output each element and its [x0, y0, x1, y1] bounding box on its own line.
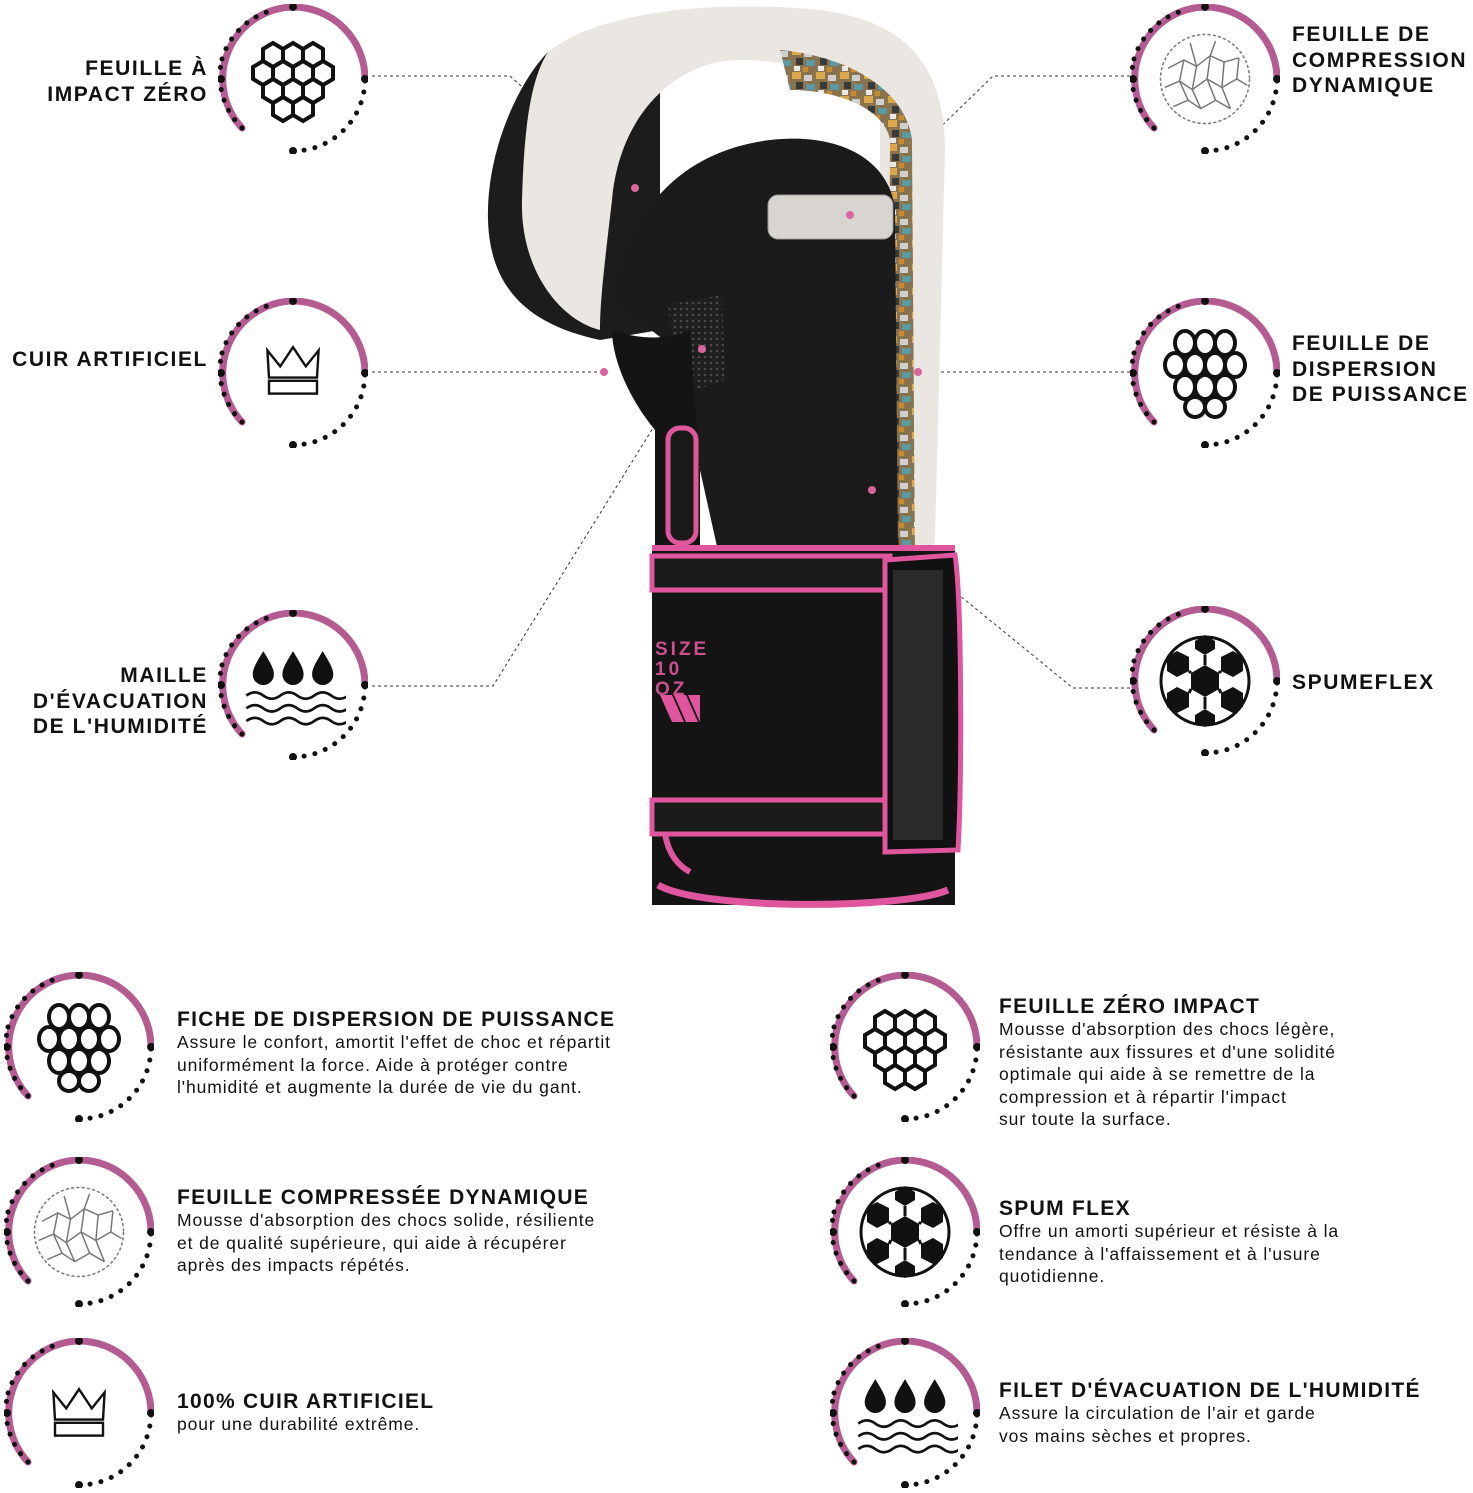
water-drops-icon	[240, 632, 346, 738]
description-line: compression et à répartir l'impact	[999, 1086, 1287, 1107]
cracked-pattern-icon	[26, 1179, 132, 1285]
feature-title: SPUM FLEX	[999, 1197, 1131, 1220]
zero-impact-label: FEUILLE À IMPACT ZÉRO	[47, 56, 208, 107]
label-line: COMPRESSION	[1292, 48, 1468, 72]
description-line: vos mains sèches et propres.	[999, 1425, 1252, 1446]
description-line: l'humidité et augmente la durée de vie d…	[177, 1077, 583, 1097]
spumeflex-badge	[1130, 606, 1280, 756]
feature-zero-impact-badge	[830, 972, 980, 1122]
feature-description: Mousse d'absorption des chocs légère, ré…	[999, 1018, 1336, 1131]
description-line: uniformément la force. Aide à protéger c…	[177, 1054, 569, 1075]
feature-artificial-leather: 100% CUIR ARTIFICIEL pour une durabilité…	[177, 1390, 434, 1436]
label-line: MAILLE	[120, 664, 208, 687]
feature-description: pour une durabilité extrême.	[177, 1413, 434, 1436]
feature-power-dispersion-badge	[4, 972, 154, 1122]
boxing-glove-illustration	[487, 6, 964, 908]
description-line: pour une durabilité extrême.	[177, 1414, 421, 1434]
label-line: FEUILLE À	[85, 57, 208, 80]
crown-icon	[253, 328, 333, 408]
label-line: FEUILLE DE	[1292, 332, 1431, 355]
zero-impact-badge	[218, 4, 368, 154]
water-drops-icon	[852, 1360, 958, 1466]
description-line: Assure le confort, amortit l'effet de ch…	[177, 1032, 611, 1052]
label-line: DISPERSION	[1292, 357, 1438, 381]
label-line: DE PUISSANCE	[1292, 383, 1469, 406]
hexagon-ball-icon	[1155, 631, 1255, 731]
circle-mesh-icon	[1155, 323, 1255, 423]
feature-moisture-mesh-badge	[830, 1338, 980, 1488]
label-line: DYNAMIQUE	[1292, 74, 1435, 97]
feature-title: FICHE DE DISPERSION DE PUISSANCE	[177, 1008, 616, 1031]
feature-dynamic-compression: FEUILLE COMPRESSÉE DYNAMIQUE Mousse d'ab…	[177, 1186, 595, 1277]
description-line: Offre un amorti supérieur et résiste à l…	[999, 1221, 1340, 1241]
artificial-leather-badge	[218, 298, 368, 448]
description-line: tendance à l'affaissement et à l'usure	[999, 1243, 1321, 1264]
feature-spum-flex-badge	[830, 1157, 980, 1307]
feature-spum-flex: SPUM FLEX Offre un amorti supérieur et r…	[999, 1197, 1339, 1288]
label-line: SPUMEFLEX	[1292, 671, 1435, 694]
feature-description: Mousse d'absorption des chocs solide, ré…	[177, 1209, 595, 1277]
artificial-leather-label: CUIR ARTIFICIEL	[12, 347, 208, 373]
description-line: après des impacts répétés.	[177, 1255, 411, 1275]
label-line: D'ÉVACUATION	[32, 689, 208, 713]
feature-dynamic-compression-badge	[4, 1157, 154, 1307]
feature-artificial-leather-badge	[4, 1338, 154, 1488]
description-line: et de qualité supérieure, qui aide à réc…	[177, 1232, 567, 1253]
description-line: résistante aux fissures et d'une solidit…	[999, 1041, 1336, 1062]
feature-description: Assure la circulation de l'air et garde …	[999, 1402, 1421, 1447]
hexagon-ball-icon	[855, 1182, 955, 1282]
feature-description: Assure le confort, amortit l'effet de ch…	[177, 1031, 615, 1099]
moisture-mesh-label: MAILLE D'ÉVACUATION DE L'HUMIDITÉ	[33, 663, 208, 740]
power-dispersion-badge	[1130, 298, 1280, 448]
size-line-2: 10 OZ	[655, 659, 688, 700]
feature-zero-impact: FEUILLE ZÉRO IMPACT Mousse d'absorption …	[999, 995, 1336, 1131]
feature-description: Offre un amorti supérieur et résiste à l…	[999, 1220, 1339, 1288]
moisture-mesh-badge	[218, 610, 368, 760]
description-line: optimale qui aide à se remettre de la	[999, 1064, 1316, 1084]
spumeflex-label: SPUMEFLEX	[1292, 670, 1435, 696]
description-line: quotidienne.	[999, 1266, 1106, 1286]
feature-power-dispersion: FICHE DE DISPERSION DE PUISSANCE Assure …	[177, 1008, 615, 1099]
hexagon-mesh-icon	[855, 997, 955, 1097]
label-line: CUIR ARTIFICIEL	[12, 348, 208, 371]
glove-size-text: SIZE 10 OZ	[655, 639, 710, 700]
dynamic-compression-badge	[1130, 4, 1280, 154]
feature-moisture-mesh: FILET D'ÉVACUATION DE L'HUMIDITÉ Assure …	[999, 1379, 1421, 1447]
description-line: sur toute la surface.	[999, 1109, 1172, 1129]
feature-title: FEUILLE ZÉRO IMPACT	[999, 995, 1261, 1018]
dynamic-compression-label: FEUILLE DE COMPRESSION DYNAMIQUE	[1292, 22, 1467, 99]
feature-title: FILET D'ÉVACUATION DE L'HUMIDITÉ	[999, 1379, 1421, 1402]
description-line: Mousse d'absorption des chocs solide, ré…	[177, 1210, 596, 1230]
description-line: Assure la circulation de l'air et garde	[999, 1403, 1316, 1423]
feature-title: 100% CUIR ARTIFICIEL	[177, 1390, 435, 1413]
label-line: IMPACT ZÉRO	[47, 82, 208, 106]
description-line: Mousse d'absorption des chocs légère,	[999, 1019, 1336, 1039]
power-dispersion-label: FEUILLE DE DISPERSION DE PUISSANCE	[1292, 331, 1469, 408]
label-line: DE L'HUMIDITÉ	[32, 715, 208, 738]
cracked-pattern-icon	[1152, 26, 1258, 132]
label-line: FEUILLE DE	[1292, 23, 1431, 46]
crown-icon	[39, 1370, 119, 1450]
circle-mesh-icon	[29, 997, 129, 1097]
feature-title: FEUILLE COMPRESSÉE DYNAMIQUE	[177, 1186, 590, 1209]
hexagon-mesh-icon	[243, 29, 343, 129]
size-line-1: SIZE	[655, 639, 710, 660]
